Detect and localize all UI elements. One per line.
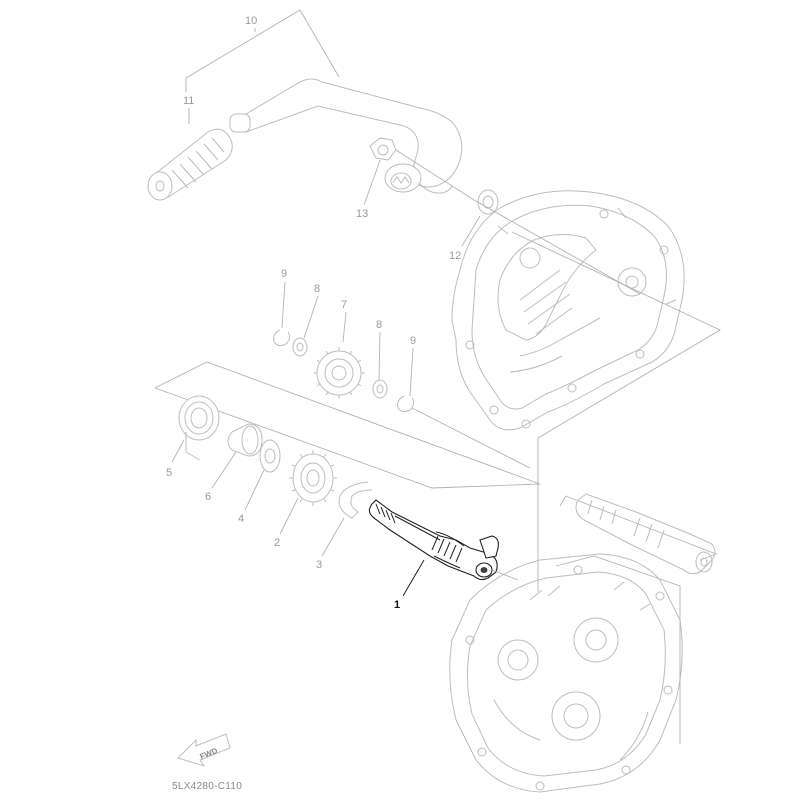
leader-7 — [342, 311, 347, 343]
leader-9-right — [409, 347, 414, 397]
leader-8-left — [303, 295, 319, 339]
washer-8-left-hole — [296, 342, 304, 352]
leader-6 — [211, 451, 237, 489]
callout-3: 3 — [316, 559, 322, 571]
leader-2 — [279, 497, 299, 535]
transmission-shaft — [559, 493, 718, 575]
spacer-6 — [211, 423, 263, 489]
leader-4 — [244, 469, 265, 511]
leader-13b — [377, 159, 381, 167]
callout-11: 11 — [183, 95, 194, 107]
axis-frame-top — [473, 199, 641, 295]
callout-4: 4 — [238, 513, 244, 525]
kick-boss-ring — [384, 163, 422, 193]
axis-frame-right — [511, 231, 721, 592]
washer-8-left — [292, 337, 308, 357]
leader-5 — [171, 439, 185, 463]
callout-2: 2 — [274, 537, 280, 549]
callout-13: 13 — [356, 208, 368, 220]
drawing-code: 5LX4280-C110 — [172, 781, 242, 792]
leader-12 — [461, 215, 481, 247]
bracket-10 — [185, 9, 340, 92]
axis-kick — [395, 149, 475, 201]
callout-6: 6 — [205, 491, 211, 503]
circlip-9-right — [397, 395, 415, 413]
axis-shaft-to-case — [491, 569, 519, 581]
callout-labels: 10 11 13 12 9 8 7 8 9 5 6 4 2 3 1 — [166, 15, 461, 611]
crankcase-left — [449, 553, 683, 793]
leader-9-left — [281, 281, 286, 329]
callout-9-right: 9 — [410, 335, 416, 347]
leader-3 — [321, 517, 345, 557]
kick-pedal-assembly — [147, 9, 475, 206]
leader-1 — [402, 559, 425, 597]
axis-frame-lower — [555, 555, 681, 744]
callout-10: 10 — [245, 15, 257, 27]
callout-5: 5 — [166, 467, 172, 479]
kick-shaft-1 — [368, 499, 499, 597]
torsion-spring — [171, 395, 220, 463]
kick-hub-spline — [392, 176, 410, 184]
kick-grip — [147, 128, 233, 201]
callout-8-right: 8 — [376, 319, 382, 331]
callout-12: 12 — [449, 250, 461, 262]
callout-9-left: 9 — [281, 268, 287, 280]
crankcase-cover — [451, 190, 685, 431]
callout-8-left: 8 — [314, 283, 320, 295]
axis-idle-gear — [411, 407, 531, 469]
kick-boss-inner — [390, 172, 412, 190]
washer-8-right — [372, 379, 388, 399]
circlip-9-left — [273, 329, 291, 347]
group-box-kick-shaft — [154, 361, 541, 489]
callout-1: 1 — [394, 599, 400, 611]
washer-8-right-hole — [376, 384, 384, 394]
kick-gear-2 — [279, 450, 337, 535]
idle-gear-group — [273, 281, 531, 469]
fwd-arrow: FWD — [177, 733, 231, 767]
callout-7: 7 — [341, 299, 347, 311]
kick-arm — [235, 78, 463, 188]
kick-nut — [369, 137, 397, 161]
gear-7 — [313, 347, 365, 399]
leader-8-right — [378, 331, 381, 381]
kick-pivot — [229, 113, 251, 133]
washer-4 — [244, 439, 281, 511]
leader-13 — [363, 165, 379, 206]
clip-3 — [321, 481, 373, 557]
